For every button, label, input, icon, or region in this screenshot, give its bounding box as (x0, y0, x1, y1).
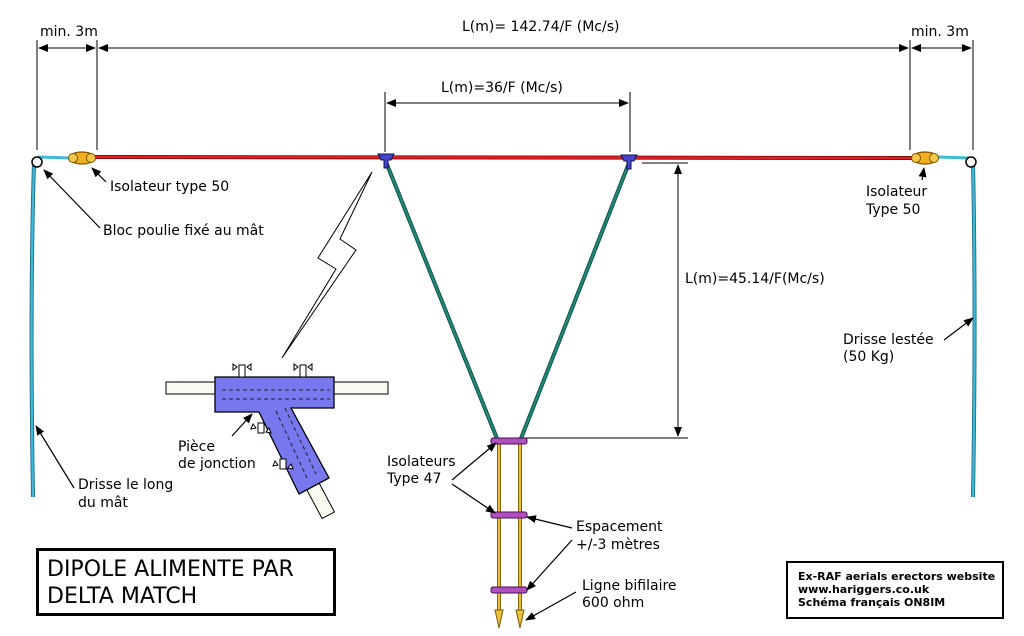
halyard-right (937, 155, 977, 498)
credits-line-3: Schéma français ON8IM (798, 596, 946, 609)
min-3m-right-label: min. 3m (911, 24, 969, 40)
feeder-label-2: 600 ohm (582, 595, 644, 611)
insulator-right-label-1: Isolateur (866, 184, 927, 200)
delta-match-wires (384, 161, 631, 442)
junction-piece-label-2: de jonction (178, 456, 256, 472)
diagram-title-box: DIPOLE ALIMENTE PAR DELTA MATCH (36, 548, 336, 616)
halyard-mast-label-1: Drisse le long (78, 477, 173, 493)
insulator-type-50-left-icon (68, 151, 96, 165)
min-3m-left-label: min. 3m (40, 24, 98, 40)
halyard-weighted-label-1: Drisse lestée (843, 332, 934, 348)
pulley-block-icon (31, 156, 977, 168)
credits-line-1: Ex-RAF aerials erectors website (798, 570, 996, 583)
insulators-47-label-2: Type 47 (386, 471, 441, 487)
delta-height-label: L(m)=45.14/F(Mc/s) (685, 271, 825, 287)
insulator-type-47-icon (490, 437, 528, 594)
insulator-type-50-right-icon (911, 151, 939, 165)
insulators-47-label-1: Isolateurs (387, 454, 455, 470)
spacing-label-1: Espacement (576, 519, 663, 535)
halyard-mast-label-2: du mât (78, 495, 128, 511)
junction-piece-detail-icon (165, 363, 389, 520)
diagram-title-line-2: DELTA MATCH (47, 584, 198, 609)
overall-length-label: L(m)= 142.74/F (Mc/s) (462, 19, 619, 35)
credits-box: Ex-RAF aerials erectors website www.hari… (786, 561, 1004, 619)
dimension-lines (36, 40, 974, 439)
halyard-left (29, 155, 71, 498)
delta-clamp-icon (377, 153, 638, 170)
spacing-label-2: +/-3 mètres (576, 537, 660, 553)
leader-arrows (35, 167, 974, 621)
dipole-wire (94, 155, 916, 160)
detail-pointer-arrow-icon (281, 171, 373, 359)
credits-website: www.hariggers.co.uk (798, 583, 930, 596)
feeder-line (494, 441, 525, 629)
diagram-title-line-1: DIPOLE ALIMENTE PAR (47, 557, 294, 582)
delta-top-length-label: L(m)=36/F (Mc/s) (441, 80, 563, 96)
feeder-label-1: Ligne bifilaire (582, 578, 677, 594)
insulator-left-label: Isolateur type 50 (110, 179, 229, 195)
insulator-right-label-2: Type 50 (865, 202, 920, 218)
junction-piece-label-1: Pièce (178, 439, 215, 455)
pulley-block-label: Bloc poulie fixé au mât (103, 223, 264, 239)
halyard-weighted-label-2: (50 Kg) (843, 349, 894, 365)
